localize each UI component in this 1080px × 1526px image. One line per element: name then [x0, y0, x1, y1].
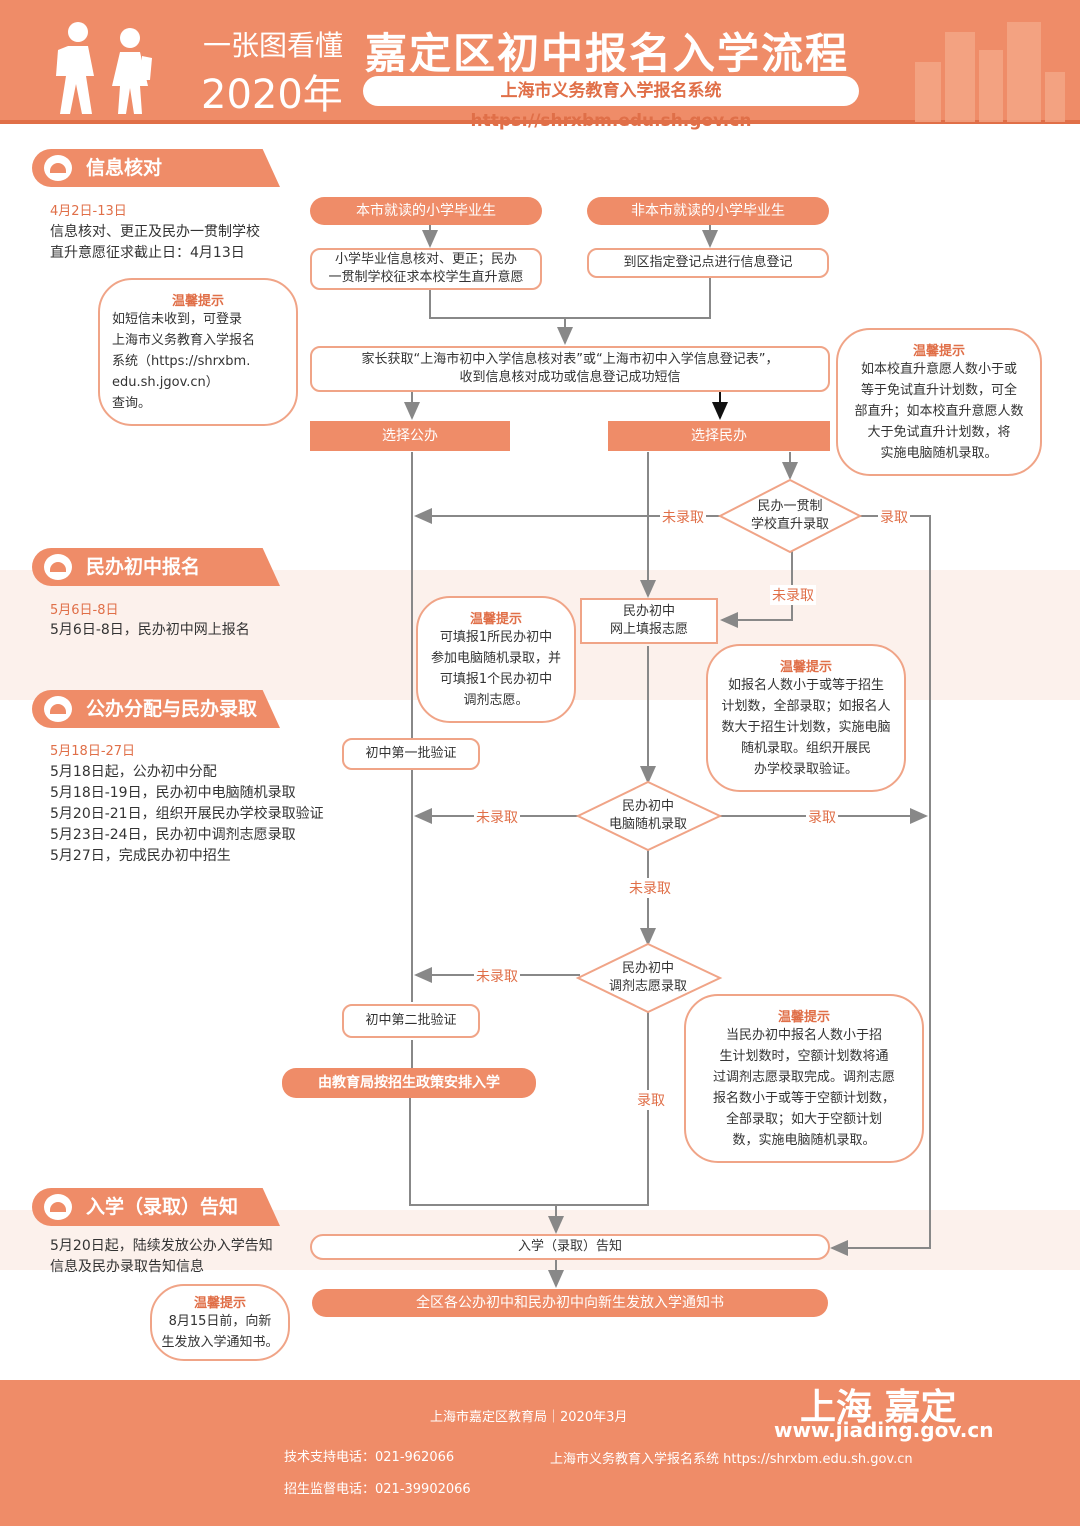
footer-supervise-phone: 招生监督电话：021-39902066: [284, 1482, 471, 1497]
tip-bubble: 温馨提示 当民办初中报名人数小于招 生计划数时，空额计划数将通 过调剂志愿录取完…: [684, 994, 924, 1163]
edge-label-not-admitted: 未录取: [660, 507, 706, 527]
local-info-check-node: 小学毕业信息核对、更正；民办 一贯制学校征求本校学生直升意愿: [310, 248, 542, 290]
students-icon: [56, 22, 152, 114]
direct-promotion-decision: 民办一贯制 学校直升录取: [750, 499, 829, 532]
tip-heading: 温馨提示: [912, 344, 965, 359]
footer-org: 上海市嘉定区教育局｜2020年3月: [430, 1410, 628, 1425]
edge-label-admitted: 录取: [878, 507, 910, 527]
online-apply-node: 民办初中 网上填报志愿: [580, 598, 718, 644]
section-tab-info-check: 信息核对: [32, 149, 280, 187]
tip-body: 如报名人数小于或等于招生 计划数，全部录取；如报名人 数大于招生计划数，实施电脑…: [721, 678, 891, 777]
jiading-url[interactable]: www.jiading.gov.cn: [774, 1418, 994, 1442]
footer: [0, 1380, 1080, 1526]
book-icon: [44, 155, 72, 181]
second-verification-node: 初中第二批验证: [342, 1004, 480, 1038]
section-date: 5月18日-27日: [50, 744, 136, 759]
footer-tech-phone: 技术支持电话：021-962066: [284, 1450, 455, 1465]
tip-body: 当民办初中报名人数小于招 生计划数时，空额计划数将通 过调剂志愿录取完成。调剂志…: [712, 1028, 895, 1148]
final-notice-node: 全区各公办初中和民办初中向新生发放入学通知书: [312, 1289, 828, 1317]
footer-system-link[interactable]: 上海市义务教育入学报名系统 https://shrxbm.edu.sh.gov.…: [550, 1452, 913, 1467]
local-graduate-node: 本市就读的小学毕业生: [310, 197, 542, 225]
choose-public-node: 选择公办: [310, 421, 510, 451]
system-url-badge[interactable]: 上海市义务教育入学报名系统 https://shrxbm.edu.sh.gov.…: [363, 76, 859, 131]
tip-bubble: 温馨提示 如本校直升意愿人数小于或 等于免试直升计划数，可全 部直升；如本校直升…: [836, 328, 1042, 476]
parent-receive-node: 家长获取“上海市初中入学信息核对表”或“上海市初中入学信息登记表”， 收到信息核…: [310, 346, 830, 392]
adjustment-admission-decision: 民办初中 调剂志愿录取: [608, 961, 687, 994]
section-date: 5月6日-8日: [50, 603, 119, 618]
tip-heading: 温馨提示: [171, 294, 224, 309]
book-icon: [44, 554, 72, 580]
tip-bubble: 温馨提示 如报名人数小于或等于招生 计划数，全部录取；如报名人 数大于招生计划数…: [706, 644, 906, 792]
tip-body: 如本校直升意愿人数小于或 等于免试直升计划数，可全 部直升；如本校直升意愿人数 …: [854, 362, 1024, 461]
header-year: 2020年: [201, 72, 343, 118]
tip-heading: 温馨提示: [469, 612, 522, 627]
section-tab-allocation: 公办分配与民办录取: [32, 690, 280, 728]
page-title: 嘉定区初中报名入学流程: [365, 29, 850, 78]
nonlocal-register-node: 到区指定登记点进行信息登记: [587, 248, 829, 278]
bureau-arrange-node: 由教育局按招生政策安排入学: [282, 1068, 536, 1098]
admission-notice-node: 入学（录取）告知: [310, 1234, 830, 1260]
tip-bubble: 温馨提示 8月15日前，向新 生发放入学通知书。: [150, 1284, 290, 1361]
header-banner: 一张图看懂 2020年 嘉定区初中报名入学流程 上海市义务教育入学报名系统 ht…: [0, 0, 1080, 131]
choose-private-node: 选择民办: [608, 421, 830, 451]
random-admission-decision: 民办初中 电脑随机录取: [608, 799, 687, 832]
book-icon: [44, 1194, 72, 1220]
skyline-icon: [915, 22, 1065, 122]
tip-heading: 温馨提示: [777, 1010, 830, 1025]
tip-body: 如短信未收到，可登录 上海市义务教育入学报名 系统（https://shrxbm…: [112, 312, 256, 411]
section-tab-private-apply: 民办初中报名: [32, 548, 280, 586]
tip-bubble: 温馨提示 可填报1所民办初中 参加电脑随机录取，并 可填报1个民办初中 调剂志愿…: [416, 596, 576, 723]
edge-label-not-admitted: 未录取: [627, 878, 673, 898]
edge-label-admitted: 录取: [635, 1090, 667, 1110]
jiading-logo: 上海 嘉定: [800, 1386, 957, 1428]
book-icon: [44, 696, 72, 722]
section-tab-notice: 入学（录取）告知: [32, 1188, 280, 1226]
first-verification-node: 初中第一批验证: [342, 738, 480, 770]
tip-bubble: 温馨提示 如短信未收到，可登录 上海市义务教育入学报名 系统（https://s…: [98, 278, 298, 426]
section-desc: 5月18日起，公办初中分配 5月18日-19日，民办初中电脑随机录取 5月20日…: [50, 764, 324, 864]
section-desc: 5月6日-8日，民办初中网上报名: [50, 622, 250, 638]
edge-label-not-admitted: 未录取: [770, 585, 816, 605]
tip-body: 可填报1所民办初中 参加电脑随机录取，并 可填报1个民办初中 调剂志愿。: [430, 630, 561, 708]
tip-heading: 温馨提示: [193, 1296, 246, 1311]
tip-body: 8月15日前，向新 生发放入学通知书。: [161, 1314, 279, 1350]
nonlocal-graduate-node: 非本市就读的小学毕业生: [587, 197, 829, 225]
edge-label-admitted: 录取: [806, 807, 838, 827]
edge-label-not-admitted: 未录取: [474, 966, 520, 986]
section-desc: 信息核对、更正及民办一贯制学校 直升意愿征求截止日：4月13日: [50, 224, 260, 261]
header-subtitle: 一张图看懂: [203, 29, 344, 62]
section-desc: 5月20日起，陆续发放公办入学告知 信息及民办录取告知信息: [50, 1238, 273, 1275]
section-date: 4月2日-13日: [50, 204, 127, 219]
tip-heading: 温馨提示: [779, 660, 832, 675]
edge-label-not-admitted: 未录取: [474, 807, 520, 827]
